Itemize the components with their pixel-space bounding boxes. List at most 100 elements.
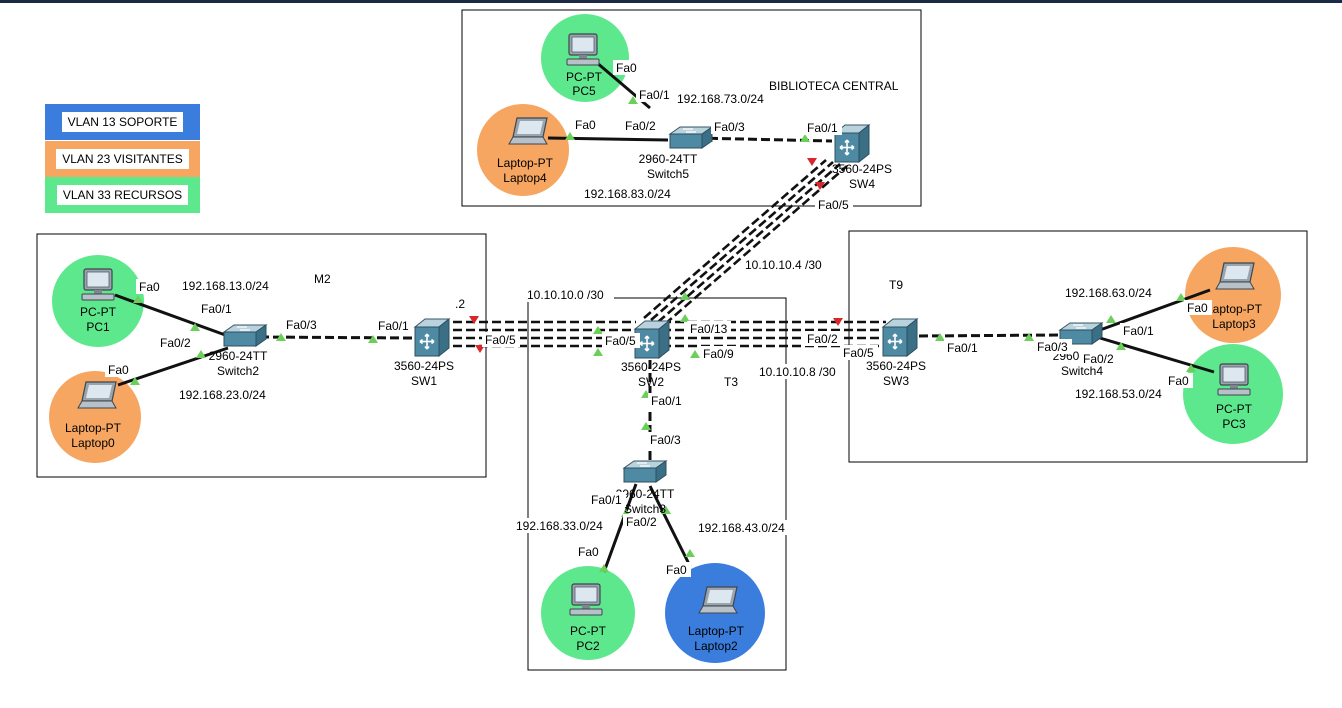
port-laptop3-fa0: Fa0 — [1187, 301, 1208, 315]
link-sw3-switch4[interactable] — [918, 333, 1061, 338]
switch2-type-label: 2960-24TT — [209, 349, 268, 363]
pc1-type-label: PC-PT — [80, 305, 117, 319]
sw4-type-label: 3560-24PS — [832, 162, 892, 176]
legend-vlan23-label: VLAN 23 VISITANTES — [56, 149, 189, 169]
area-t9-label: T9 — [889, 278, 903, 292]
switch3-name-label: Switch3 — [624, 502, 666, 516]
net-23-label: 192.168.23.0/24 — [179, 388, 266, 402]
port-sw2-fa09: Fa0/9 — [703, 347, 734, 361]
laptop4-name-label: Laptop4 — [503, 171, 547, 185]
port-switch4-fa02: Fa0/2 — [1083, 352, 1114, 366]
sw2-l3-switch-icon[interactable] — [634, 320, 670, 359]
port-sw1-partial: .2 — [455, 297, 465, 311]
laptop2-type-label: Laptop-PT — [688, 624, 745, 638]
port-pc2-fa0: Fa0 — [578, 545, 599, 559]
port-pc5-fa0: Fa0 — [616, 61, 637, 75]
pc5-computer-icon[interactable] — [566, 33, 600, 66]
link-laptop2-switch3[interactable] — [648, 485, 692, 567]
pc5-name-label: PC5 — [572, 84, 596, 98]
pc2-computer-icon[interactable] — [569, 583, 603, 616]
port-switch5-fa03: Fa0/3 — [714, 120, 745, 134]
window-top-bar — [0, 0, 1342, 3]
pc3-type-label: PC-PT — [1216, 402, 1253, 416]
link-10-0-label: 10.10.10.0 /30 — [527, 288, 604, 302]
pc1-computer-icon[interactable] — [81, 268, 115, 301]
link-10-8-label: 10.10.10.8 /30 — [759, 365, 836, 379]
port-laptop0-fa0: Fa0 — [108, 363, 129, 377]
net-73-label: 192.168.73.0/24 — [677, 92, 764, 106]
net-43-label: 192.168.43.0/24 — [698, 521, 785, 535]
pc3-computer-icon[interactable] — [1217, 363, 1251, 396]
area-t3-box — [527, 297, 787, 671]
sw3-type-label: 3560-24PS — [866, 359, 926, 373]
port-laptop4-fa0: Fa0 — [575, 118, 596, 132]
laptop3-type-label: Laptop-PT — [1206, 302, 1263, 316]
pc2-type-label: PC-PT — [570, 624, 607, 638]
legend-vlan13[interactable]: VLAN 13 SOPORTE — [45, 104, 200, 140]
laptop4-vlan-circle — [477, 104, 569, 196]
pc1-name-label: PC1 — [86, 320, 110, 334]
pc2-name-label: PC2 — [576, 639, 600, 653]
area-m2-box — [36, 233, 487, 478]
link-laptop0-switch2[interactable] — [117, 346, 229, 387]
net-83-label: 192.168.83.0/24 — [584, 187, 671, 201]
port-switch3-fa03: Fa0/3 — [650, 433, 681, 447]
port-switch5-fa02: Fa0/2 — [625, 119, 656, 133]
laptop3-vlan-circle — [1185, 247, 1281, 343]
switch3-switch-icon[interactable] — [623, 460, 667, 483]
link-switch5-sw4[interactable] — [695, 136, 833, 143]
legend-vlan23[interactable]: VLAN 23 VISITANTES — [45, 141, 200, 177]
etherchannel-sw2-sw4[interactable] — [643, 159, 848, 325]
port-switch3-fa02: Fa0/2 — [626, 515, 657, 529]
legend-vlan13-label: VLAN 13 SOPORTE — [61, 112, 184, 132]
sw3-l3-switch-icon[interactable] — [882, 318, 918, 357]
net-53-label: 192.168.53.0/24 — [1075, 387, 1162, 401]
sw2-type-label: 3560-24PS — [621, 360, 681, 374]
port-sw4-fa01: Fa0/1 — [807, 121, 838, 135]
link-10-4-label: 10.10.10.4 /30 — [745, 258, 822, 272]
area-m2-label: M2 — [314, 272, 331, 286]
switch2-name-label: Switch2 — [217, 364, 259, 378]
laptop0-name-label: Laptop0 — [71, 436, 115, 450]
port-switch3-fa01: Fa0/1 — [591, 493, 622, 507]
switch2-switch-icon[interactable] — [223, 324, 267, 347]
port-sw2-fa013: Fa0/13 — [690, 322, 728, 336]
area-biblioteca-box — [461, 9, 922, 207]
port-sw3-fa01: Fa0/1 — [947, 341, 978, 355]
link-switch4-pc3[interactable] — [1099, 336, 1215, 374]
port-laptop2-fa0: Fa0 — [666, 563, 687, 577]
port-pc3-fa0: Fa0 — [1168, 374, 1189, 388]
sw3-name-label: SW3 — [883, 374, 909, 388]
port-sw4-fa05: Fa0/5 — [818, 198, 849, 212]
legend-vlan33[interactable]: VLAN 33 RECURSOS — [45, 177, 200, 213]
port-switch5-fa01: Fa0/1 — [639, 88, 670, 102]
sw2-name-label: SW2 — [638, 375, 664, 389]
laptop0-vlan-circle — [49, 371, 141, 463]
sw1-type-label: 3560-24PS — [394, 359, 454, 373]
sw1-name-label: SW1 — [411, 374, 437, 388]
legend-vlan33-label: VLAN 33 RECURSOS — [56, 185, 189, 205]
sw4-name-label: SW4 — [849, 177, 875, 191]
port-switch2-fa01: Fa0/1 — [201, 302, 232, 316]
port-pc1-fa0: Fa0 — [139, 280, 160, 294]
laptop3-name-label: Laptop3 — [1212, 317, 1256, 331]
sw1-l3-switch-icon[interactable] — [414, 318, 450, 357]
port-switch2-fa03: Fa0/3 — [286, 318, 317, 332]
pc5-type-label: PC-PT — [566, 70, 603, 84]
port-switch4-fa03: Fa0/3 — [1037, 340, 1068, 354]
switch4-name-label: Switch4 — [1061, 364, 1103, 378]
port-sw3-fa02: Fa0/2 — [807, 332, 838, 346]
link-switch4-laptop3[interactable] — [1099, 288, 1211, 332]
laptop2-name-label: Laptop2 — [694, 639, 738, 653]
port-sw1-fa01: Fa0/1 — [378, 319, 409, 333]
port-sw2-fa01: Fa0/1 — [651, 394, 682, 408]
area-t3-label: T3 — [724, 375, 738, 389]
link-pc2-switch3[interactable] — [602, 483, 638, 573]
laptop4-type-label: Laptop-PT — [497, 156, 554, 170]
port-sw3-fa05: Fa0/5 — [843, 346, 874, 360]
port-switch4-fa01: Fa0/1 — [1123, 324, 1154, 338]
laptop0-type-label: Laptop-PT — [65, 421, 122, 435]
switch5-type-label: 2960-24TT — [639, 152, 698, 166]
switch5-switch-icon[interactable] — [669, 126, 713, 149]
